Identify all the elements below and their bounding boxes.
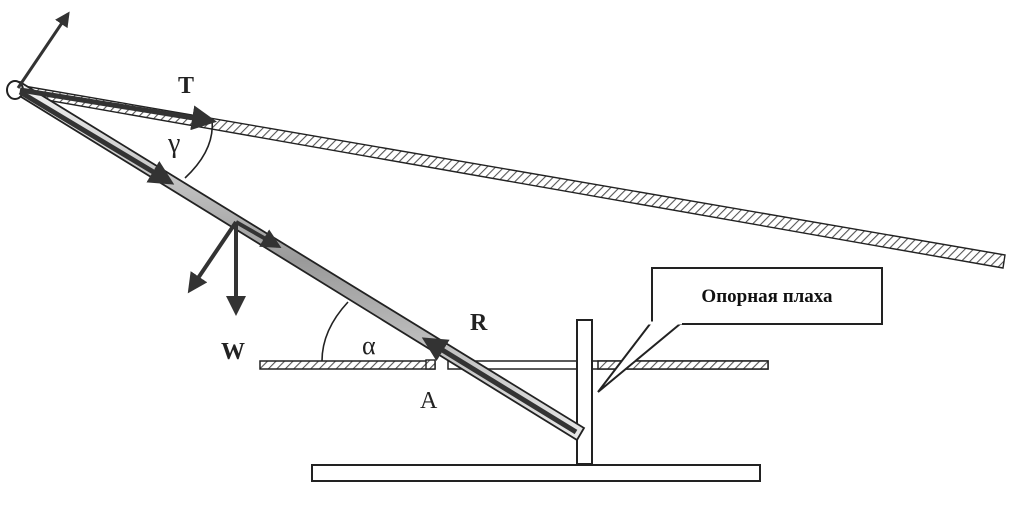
- point-a-marker: [425, 359, 436, 370]
- ground-line-right-hatch: [597, 360, 769, 370]
- reaction-arrow: [421, 337, 578, 435]
- label-tension: T: [178, 73, 194, 99]
- label-point-a: A: [420, 388, 438, 414]
- ground-line-left: [259, 360, 436, 370]
- label-gamma: γ: [167, 128, 180, 159]
- weight-normal-arrow: [187, 220, 238, 294]
- label-alpha: α: [362, 331, 376, 360]
- callout-pointer: [597, 323, 681, 393]
- angle-alpha-arc: [321, 301, 349, 362]
- weight-tangent-arrow: [235, 220, 282, 248]
- label-weight: W: [221, 339, 245, 365]
- callout-label: Опорная плаха: [701, 286, 833, 307]
- label-reaction: R: [470, 310, 488, 336]
- tension-arrow: [19, 87, 217, 131]
- callout-box: [651, 267, 883, 325]
- support-plank: [576, 319, 593, 465]
- normal-vector-arrow: [16, 11, 70, 89]
- base-plank: [311, 464, 761, 482]
- beam-direction-arrow: [18, 89, 175, 185]
